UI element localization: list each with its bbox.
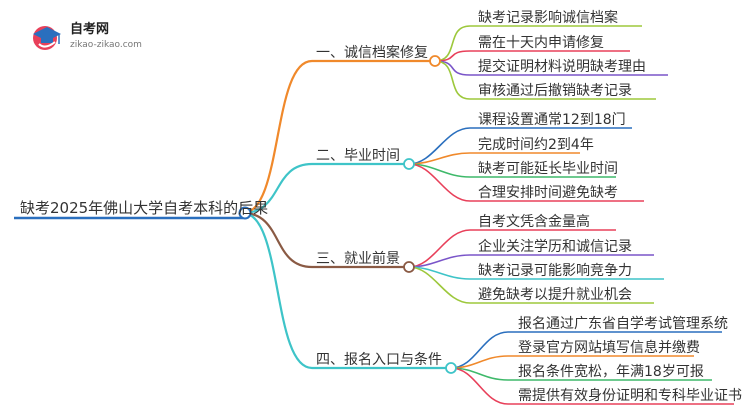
- leaf-4-4: 需提供有效身份证明和专科毕业证书: [518, 388, 742, 404]
- leaf-3-1: 自考文凭含金量高: [478, 214, 590, 230]
- graduation-cap-icon: [33, 26, 61, 50]
- branch-1-leaf-4-edge: [434, 60, 471, 100]
- branch-2-leaf-4-edge: [408, 163, 471, 202]
- root-to-branch-4-edge: [242, 211, 313, 370]
- branch-4-node: [445, 362, 457, 374]
- leaf-1-2: 需在十天内申请修复: [478, 35, 604, 51]
- leaf-2-1: 课程设置通常12到18门: [478, 112, 626, 128]
- branch-1-node: [429, 55, 441, 67]
- leaf-3-2: 企业关注学历和诚信记录: [478, 239, 632, 255]
- root-to-branch-2-edge: [242, 162, 313, 215]
- branch-3-node: [403, 261, 415, 273]
- branch-1-label: 一、诚信档案修复: [316, 45, 428, 61]
- leaf-2-4: 合理安排时间避免缺考: [478, 185, 618, 201]
- branch-3-label: 三、就业前景: [316, 251, 400, 267]
- leaf-3-4: 避免缺考以提升就业机会: [478, 287, 632, 303]
- leaf-4-2: 登录官方网站填写信息并缴费: [518, 340, 700, 356]
- branch-2-node: [403, 158, 415, 170]
- leaf-2-2: 完成时间约2到4年: [478, 137, 594, 153]
- root-to-branch-3-edge: [242, 211, 313, 269]
- leaf-3-3: 缺考记录可能影响竞争力: [478, 263, 632, 279]
- root-node: [238, 206, 252, 220]
- logo-url: zikao-zikao.com: [70, 40, 142, 50]
- leaf-4-1: 报名通过广东省自学考试管理系统: [518, 316, 728, 332]
- site-logo[interactable]: 自考网 zikao-zikao.com: [30, 20, 180, 54]
- root-to-branch-1-edge: [242, 59, 313, 215]
- leaf-4-3: 报名条件宽松，年满18岁可报: [518, 364, 704, 380]
- branch-3-leaf-4-edge: [408, 266, 471, 304]
- leaf-1-3: 提交证明材料说明缺考理由: [478, 59, 646, 75]
- logo-title: 自考网: [70, 22, 110, 37]
- leaf-1-4: 审核通过后撤销缺考记录: [478, 83, 632, 99]
- leaf-1-1: 缺考记录影响诚信档案: [478, 10, 618, 26]
- branch-2-label: 二、毕业时间: [316, 148, 400, 164]
- branch-4-leaf-4-edge: [450, 367, 509, 405]
- leaf-2-3: 缺考可能延长毕业时间: [478, 161, 618, 177]
- branch-4-label: 四、报名入口与条件: [316, 352, 442, 368]
- root-node-label: 缺考2025年佛山大学自考本科的后果: [20, 199, 269, 217]
